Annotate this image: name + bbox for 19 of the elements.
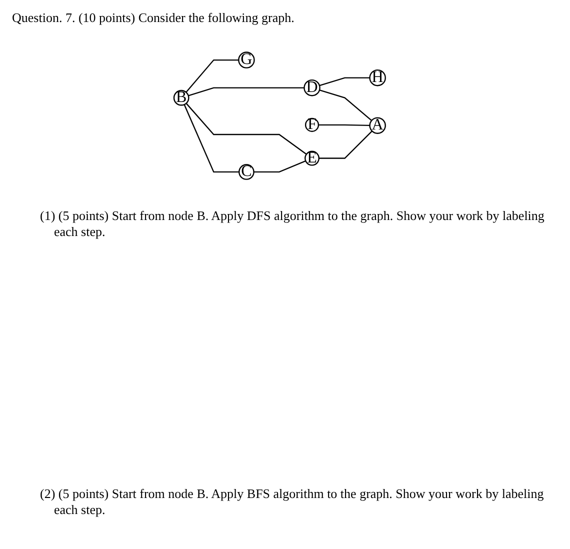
node-circle: B bbox=[174, 90, 190, 106]
connector bbox=[320, 90, 372, 122]
question-title: Question. 7. (10 points) Consider the following graph. bbox=[12, 10, 294, 26]
connector bbox=[319, 130, 373, 159]
question-text: (1) (5 points) Start from node B. Apply DFS algorithm to the graph. Show your work by labeling each step. bbox=[40, 208, 546, 240]
connector bbox=[184, 104, 240, 173]
node-circle: D bbox=[304, 79, 321, 96]
connector bbox=[186, 102, 308, 155]
connector bbox=[186, 59, 239, 93]
connector bbox=[320, 77, 370, 86]
connector bbox=[254, 160, 306, 173]
connector bbox=[188, 87, 305, 96]
connector bbox=[318, 124, 370, 126]
node-circle: C bbox=[238, 164, 255, 180]
node-circle: E bbox=[304, 150, 320, 166]
node-circle: A bbox=[370, 117, 386, 134]
node-circle: G bbox=[238, 52, 256, 68]
node-circle: H bbox=[370, 69, 386, 86]
question-text: (2) (5 points) Start from node B. Apply BFS algorithm to the graph. Show your work by labeling each step. bbox=[40, 486, 545, 518]
